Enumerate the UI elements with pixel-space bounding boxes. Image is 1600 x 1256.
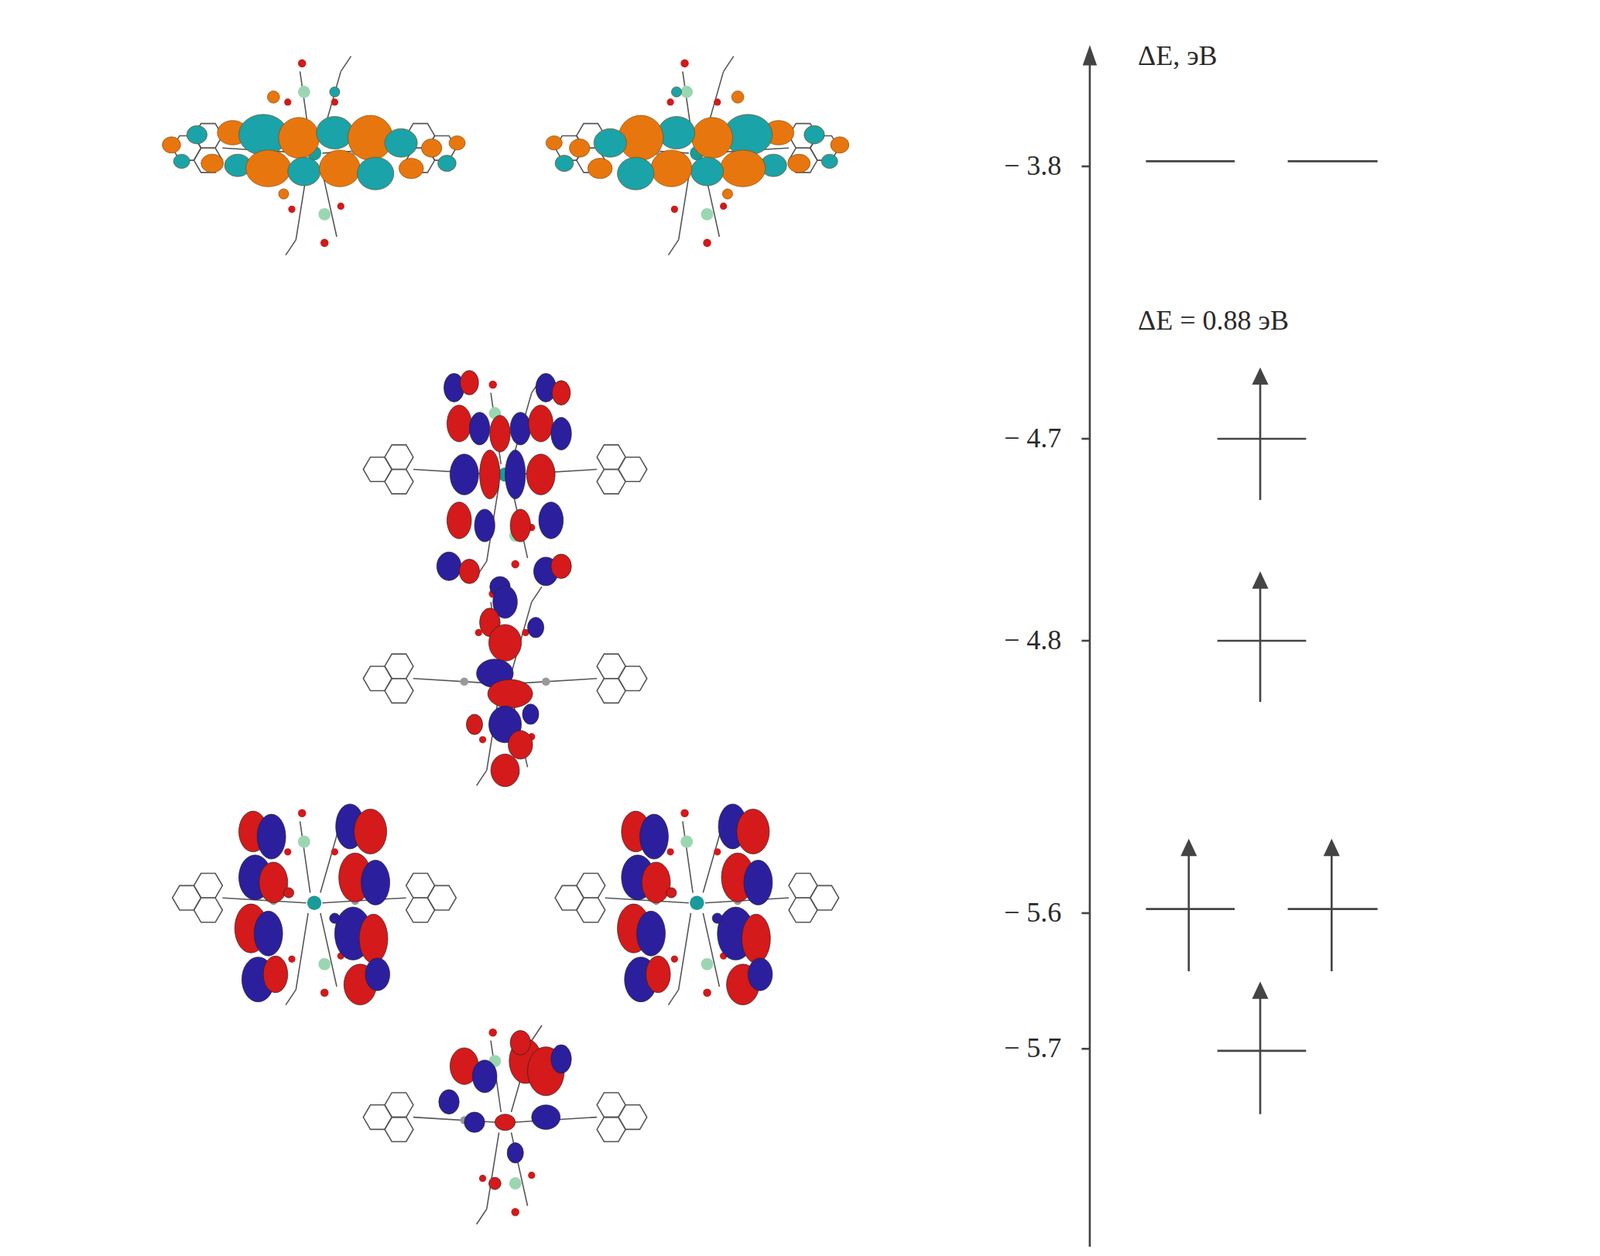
label-holder: ΔE, эВ: [1137, 41, 1218, 72]
tick-label: − 3.8: [1003, 150, 1062, 182]
label-holder: − 4.8: [1003, 625, 1062, 657]
energy-axis: [1081, 44, 1097, 1248]
tick-label: − 4.8: [1003, 624, 1062, 656]
label-holder: − 3.8: [1003, 150, 1062, 182]
label-holder: − 5.7: [1003, 1033, 1062, 1065]
label-holder: ΔE = 0.88 эВ: [1137, 305, 1289, 337]
tick-label: − 4.7: [1003, 422, 1062, 454]
energy-levels: [1145, 161, 1378, 1114]
label-holder: − 5.6: [1003, 897, 1062, 929]
gap-label: ΔE = 0.88 эВ: [1137, 304, 1289, 336]
orbital-picture: [162, 56, 850, 1225]
tick-label: − 5.7: [1003, 1032, 1062, 1064]
tick-label: − 5.6: [1003, 897, 1062, 929]
label-holder: − 4.7: [1003, 423, 1062, 455]
axis-title: ΔE, эВ: [1137, 40, 1218, 72]
